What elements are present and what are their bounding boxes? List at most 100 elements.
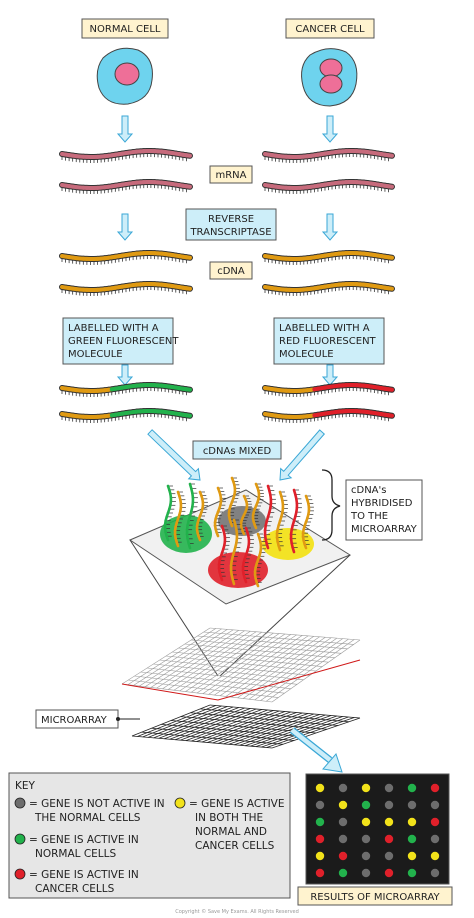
result-dot-grey xyxy=(430,868,440,878)
probe-strand-10 xyxy=(275,490,288,552)
result-dot-green xyxy=(407,834,417,844)
hybridised-line-3: TO THE xyxy=(350,511,388,522)
result-dot-yellow xyxy=(407,817,417,827)
probe-strand-16 xyxy=(253,532,266,588)
key-grey-line-1: = GENE IS NOT ACTIVE IN xyxy=(29,798,165,810)
cdnas-mixed-label: cDNAs MIXED xyxy=(203,446,272,457)
probe-strand-8 xyxy=(251,482,264,530)
probe-strand-13 xyxy=(217,524,230,582)
red-label-line-3: MOLECULE xyxy=(279,349,334,360)
key-yellow-line-1: = GENE IS ACTIVE xyxy=(189,798,285,810)
probe-strand-1 xyxy=(163,484,176,542)
zoom-line xyxy=(121,659,361,701)
hybridised-line-1: cDNA's xyxy=(351,485,386,496)
results-arrow-shaft xyxy=(290,728,332,762)
labelled-cdna-cancer-2 xyxy=(262,408,395,423)
result-dot-yellow xyxy=(430,851,440,861)
result-dot-grey xyxy=(384,851,394,861)
arrow-to-mix-right xyxy=(279,429,326,481)
arrow-down-normal-1 xyxy=(116,115,134,143)
key-red-line-2: CANCER CELLS xyxy=(35,883,115,895)
reverse-transcriptase-box xyxy=(185,208,277,241)
cancer-cell xyxy=(301,48,358,107)
probe-strand-9 xyxy=(263,484,276,550)
microarray-grid xyxy=(131,704,361,749)
key-red-line-1: = GENE IS ACTIVE IN xyxy=(29,869,139,881)
result-dot-green xyxy=(407,868,417,878)
result-dot-green xyxy=(338,868,348,878)
result-dot-grey xyxy=(361,851,371,861)
hybridised-bracket xyxy=(321,469,341,541)
key-title: KEY xyxy=(15,780,36,792)
result-dot-green xyxy=(361,800,371,810)
mrna-label-box xyxy=(209,165,253,184)
probe-strand-12 xyxy=(301,494,314,550)
red-label-line-1: LABELLED WITH A xyxy=(279,323,370,334)
cancer-cell-label: CANCER CELL xyxy=(295,24,365,35)
cdna-label-box xyxy=(209,261,253,280)
red-label-line-2: RED FLUORESCENT xyxy=(279,336,377,347)
arrow-down-cancer-3 xyxy=(321,364,339,386)
result-dot-red xyxy=(338,851,348,861)
strands xyxy=(59,148,395,423)
mrna-normal-1 xyxy=(59,148,193,163)
result-dot-grey xyxy=(384,783,394,793)
yellow-spot xyxy=(262,528,314,560)
probe-strand-11 xyxy=(289,488,302,554)
result-dot-yellow xyxy=(407,851,417,861)
result-dot-red xyxy=(430,783,440,793)
normal-nucleus xyxy=(114,62,140,86)
microarray-pointer-dot xyxy=(116,717,120,721)
result-dot-grey xyxy=(338,783,348,793)
flow-arrows xyxy=(116,115,339,481)
result-dot-yellow xyxy=(338,800,348,810)
normal-cell-label-box xyxy=(81,18,169,39)
funnel-line-right xyxy=(219,554,351,677)
arrow-down-normal-3 xyxy=(116,364,134,386)
results-arrow-head xyxy=(322,753,343,773)
key-grey-line-2: THE NORMAL CELLS xyxy=(34,812,141,824)
key-green-dot xyxy=(14,833,26,845)
result-dot-grey xyxy=(407,800,417,810)
result-dot-yellow xyxy=(315,851,325,861)
result-dot-red xyxy=(384,834,394,844)
probe-strand-6 xyxy=(227,476,240,528)
probe-strand-14 xyxy=(229,518,242,586)
hybridised-line-2: HYBRIDISED xyxy=(351,498,413,509)
key-yellow-line-3: NORMAL AND xyxy=(195,826,267,838)
result-dot-yellow xyxy=(315,783,325,793)
result-dot-yellow xyxy=(384,817,394,827)
result-dot-grey xyxy=(315,800,325,810)
labelled-cdna-normal-2 xyxy=(59,408,193,423)
green-label-line-1: LABELLED WITH A xyxy=(68,323,159,334)
key-yellow-line-4: CANCER CELLS xyxy=(195,840,275,852)
arrow-to-mix-left xyxy=(147,429,201,481)
result-dot-grey xyxy=(384,800,394,810)
results-label-box xyxy=(297,886,453,906)
results-panel xyxy=(305,773,450,885)
result-dot-red xyxy=(315,868,325,878)
cancer-nucleus-2 xyxy=(319,74,343,94)
cancer-nucleus-1 xyxy=(319,58,343,78)
result-dot-yellow xyxy=(361,817,371,827)
key-green-line-1: = GENE IS ACTIVE IN xyxy=(29,834,139,846)
red-label-box xyxy=(273,317,385,365)
cdna-cancer-2 xyxy=(262,281,395,296)
probe-strand-2 xyxy=(173,490,186,548)
results-label: RESULTS OF MICROARRAY xyxy=(310,892,440,903)
cdna-cancer-1 xyxy=(262,250,395,265)
arrow-down-cancer-2 xyxy=(321,213,339,241)
green-label-box xyxy=(62,317,174,365)
probe-strand-3 xyxy=(185,482,198,550)
arrow-down-cancer-1 xyxy=(321,115,339,143)
microarray-grid-faint xyxy=(121,627,361,703)
mrna-cancer-2 xyxy=(262,179,395,194)
cdna-normal-1 xyxy=(59,250,193,265)
reverse-transcriptase-line-1: REVERSE xyxy=(208,214,254,225)
cdnas-mixed-box xyxy=(192,440,282,460)
probe-strand-15 xyxy=(241,526,254,584)
cancer-cell-label-box xyxy=(285,18,375,39)
hybridised-line-4: MICROARRAY xyxy=(351,524,418,535)
key-yellow-line-2: IN BOTH THE xyxy=(195,812,263,824)
